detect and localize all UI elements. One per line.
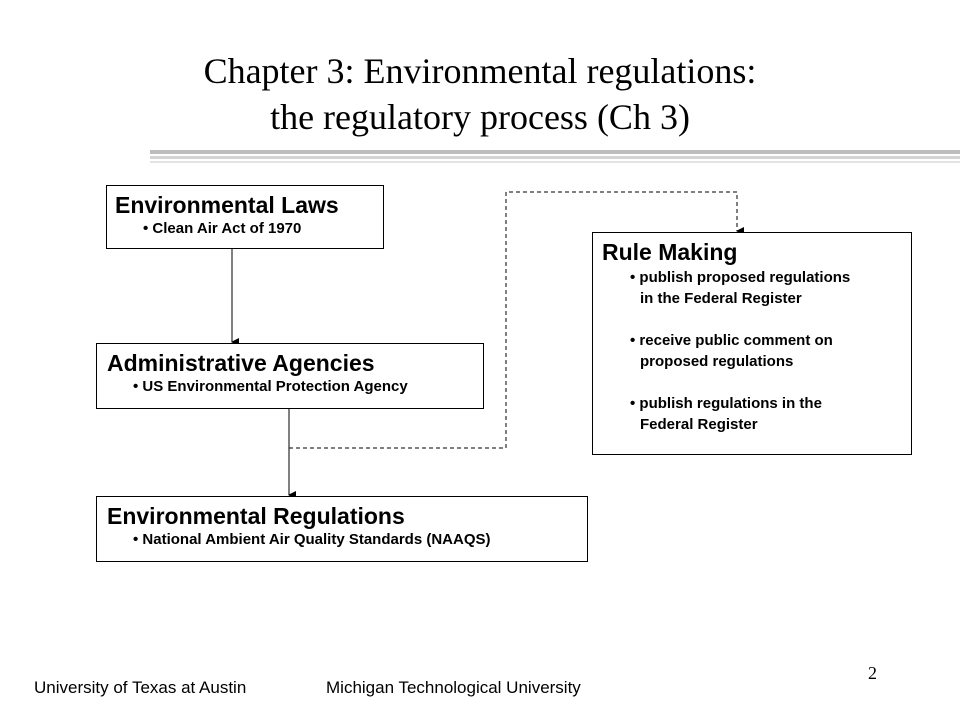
- bullet-line: • publish regulations in the: [630, 395, 822, 412]
- title-line-1: Chapter 3: Environmental regulations:: [203, 51, 757, 91]
- rule-making-bullet: • publish regulations in the Federal Reg…: [602, 393, 911, 435]
- page-number: 2: [868, 663, 877, 683]
- title-divider: [150, 150, 960, 154]
- clean-air-act-item: • Clean Air Act of 1970: [143, 220, 302, 237]
- bullet-line: Federal Register: [640, 416, 758, 433]
- rule-making-heading: Rule Making: [602, 239, 738, 265]
- bullet-line: proposed regulations: [640, 353, 794, 370]
- naaqs-item: • National Ambient Air Quality Standards…: [133, 531, 491, 548]
- title-line-2: the regulatory process (Ch 3): [270, 97, 690, 137]
- rule-making-bullet: • publish proposed regulations in the Fe…: [602, 267, 911, 309]
- administrative-agencies-heading: Administrative Agencies: [107, 350, 375, 376]
- epa-item: • US Environmental Protection Agency: [133, 378, 408, 395]
- footer-university-texas: University of Texas at Austin: [34, 678, 247, 697]
- slide-title: Chapter 3: Environmental regulations: th…: [0, 48, 960, 140]
- title-divider-shade-light: [150, 161, 960, 163]
- administrative-agencies-box: Administrative Agencies • US Environment…: [96, 343, 484, 409]
- environmental-regulations-heading: Environmental Regulations: [107, 503, 405, 529]
- environmental-laws-box: Environmental Laws • Clean Air Act of 19…: [106, 185, 384, 249]
- environmental-regulations-box: Environmental Regulations • National Amb…: [96, 496, 588, 562]
- rule-making-box: Rule Making • publish proposed regulatio…: [592, 232, 912, 455]
- bullet-line: in the Federal Register: [640, 290, 802, 307]
- bullet-line: • publish proposed regulations: [630, 269, 851, 286]
- dashed-feedback-path: [289, 191, 744, 449]
- environmental-laws-heading: Environmental Laws: [115, 192, 339, 218]
- rule-making-bullet: • receive public comment on proposed reg…: [602, 330, 911, 372]
- bullet-line: • receive public comment on: [630, 332, 833, 349]
- rule-making-bullets: • publish proposed regulations in the Fe…: [602, 267, 911, 435]
- footer-michigan-tech: Michigan Technological University: [326, 678, 581, 697]
- title-divider-shade: [150, 156, 960, 159]
